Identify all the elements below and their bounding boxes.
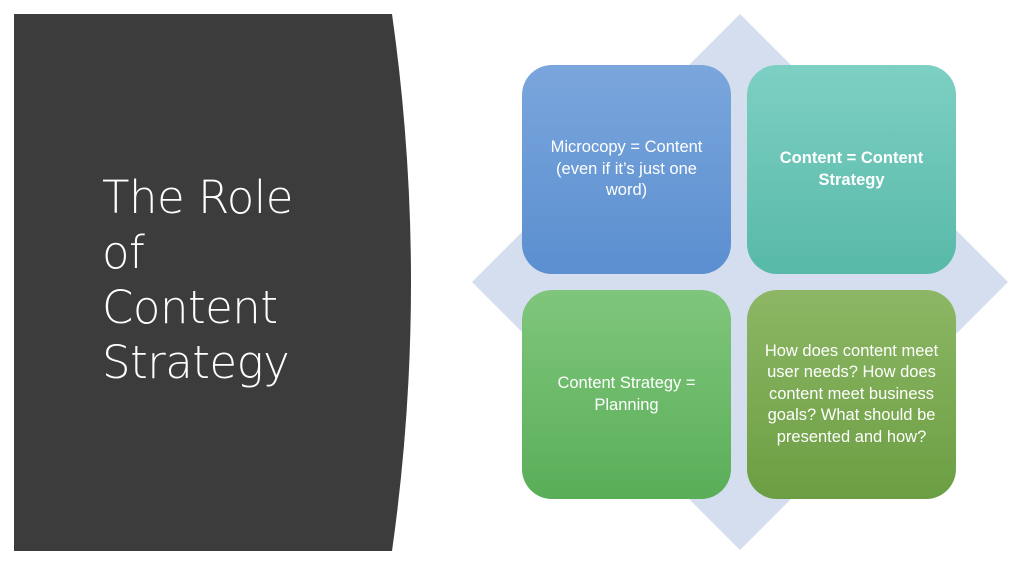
box-planning-text: Content Strategy = Planning [557,374,696,414]
title-line: Strategy [102,336,290,389]
slide-title: The Role of Content Strategy [102,170,402,390]
box-microcopy: Microcopy = Content (even if it’s just o… [522,65,731,274]
title-panel [0,0,430,565]
box-microcopy-text: Microcopy = Content (even if it’s just o… [550,138,703,200]
title-panel-shape [14,14,411,551]
title-line: of [102,226,145,279]
box-planning: Content Strategy = Planning [522,290,731,499]
box-questions: How does content meet user needs? How do… [747,290,956,499]
box-questions-text: How does content meet user needs? How do… [764,341,939,446]
title-line: Content [102,281,278,334]
box-content-strategy-text: Content = Content Strategy [779,149,924,189]
box-content-strategy: Content = Content Strategy [747,65,956,274]
title-line: The Role [102,171,293,224]
